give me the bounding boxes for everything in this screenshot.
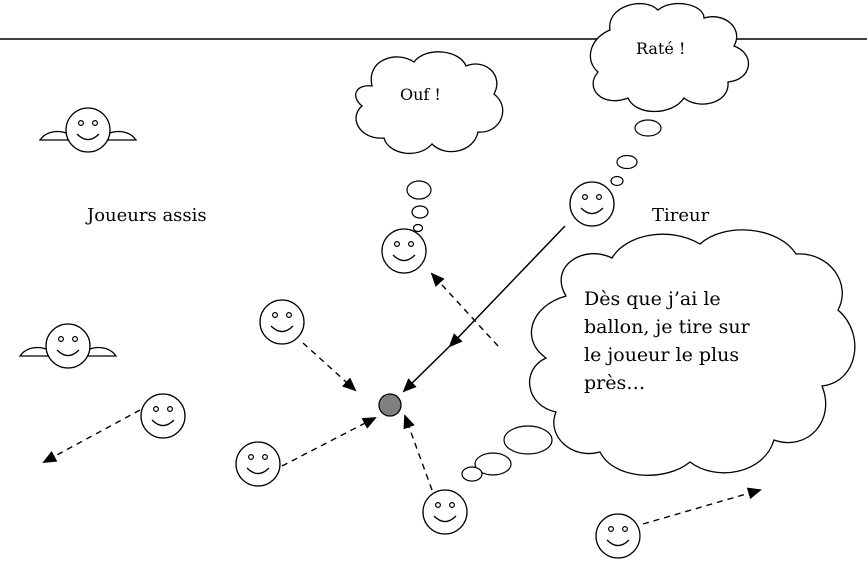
strategy-line-4: près… <box>584 372 645 394</box>
dodge-arrow <box>432 274 498 346</box>
move-arrow <box>282 418 375 466</box>
move-arrow <box>44 410 140 462</box>
move-arrow <box>303 343 355 390</box>
shot-arrow <box>404 342 454 391</box>
shooter-label: Tireur <box>652 205 710 226</box>
ouf-thought-bubble: Ouf ! <box>356 52 503 232</box>
player-smiley-icon <box>236 442 280 486</box>
strategy-line-1: Dès que j’ai le <box>584 288 721 310</box>
ouf-thought-text: Ouf ! <box>400 85 441 104</box>
player-smiley-icon <box>596 514 640 558</box>
rate-thought-bubble: Raté ! <box>590 4 748 186</box>
strategy-line-3: le joueur le plus <box>584 344 739 366</box>
strategy-thought-bubble: Dès que j’ai le ballon, je tire sur le j… <box>462 230 855 481</box>
player-smiley-icon <box>141 394 185 438</box>
seated-player-icon <box>20 324 116 368</box>
shooter-smiley-icon <box>570 182 614 226</box>
move-arrow <box>643 490 760 524</box>
player-smiley-icon <box>260 300 304 344</box>
rate-thought-text: Raté ! <box>636 39 685 58</box>
strategy-line-2: ballon, je tire sur <box>584 316 751 338</box>
seated-player-icon <box>40 108 136 152</box>
seated-players-label: Joueurs assis <box>85 205 207 226</box>
move-arrow <box>405 416 432 490</box>
dodging-player-smiley-icon <box>382 229 426 273</box>
player-smiley-icon <box>423 490 467 534</box>
ball-icon <box>379 394 401 416</box>
